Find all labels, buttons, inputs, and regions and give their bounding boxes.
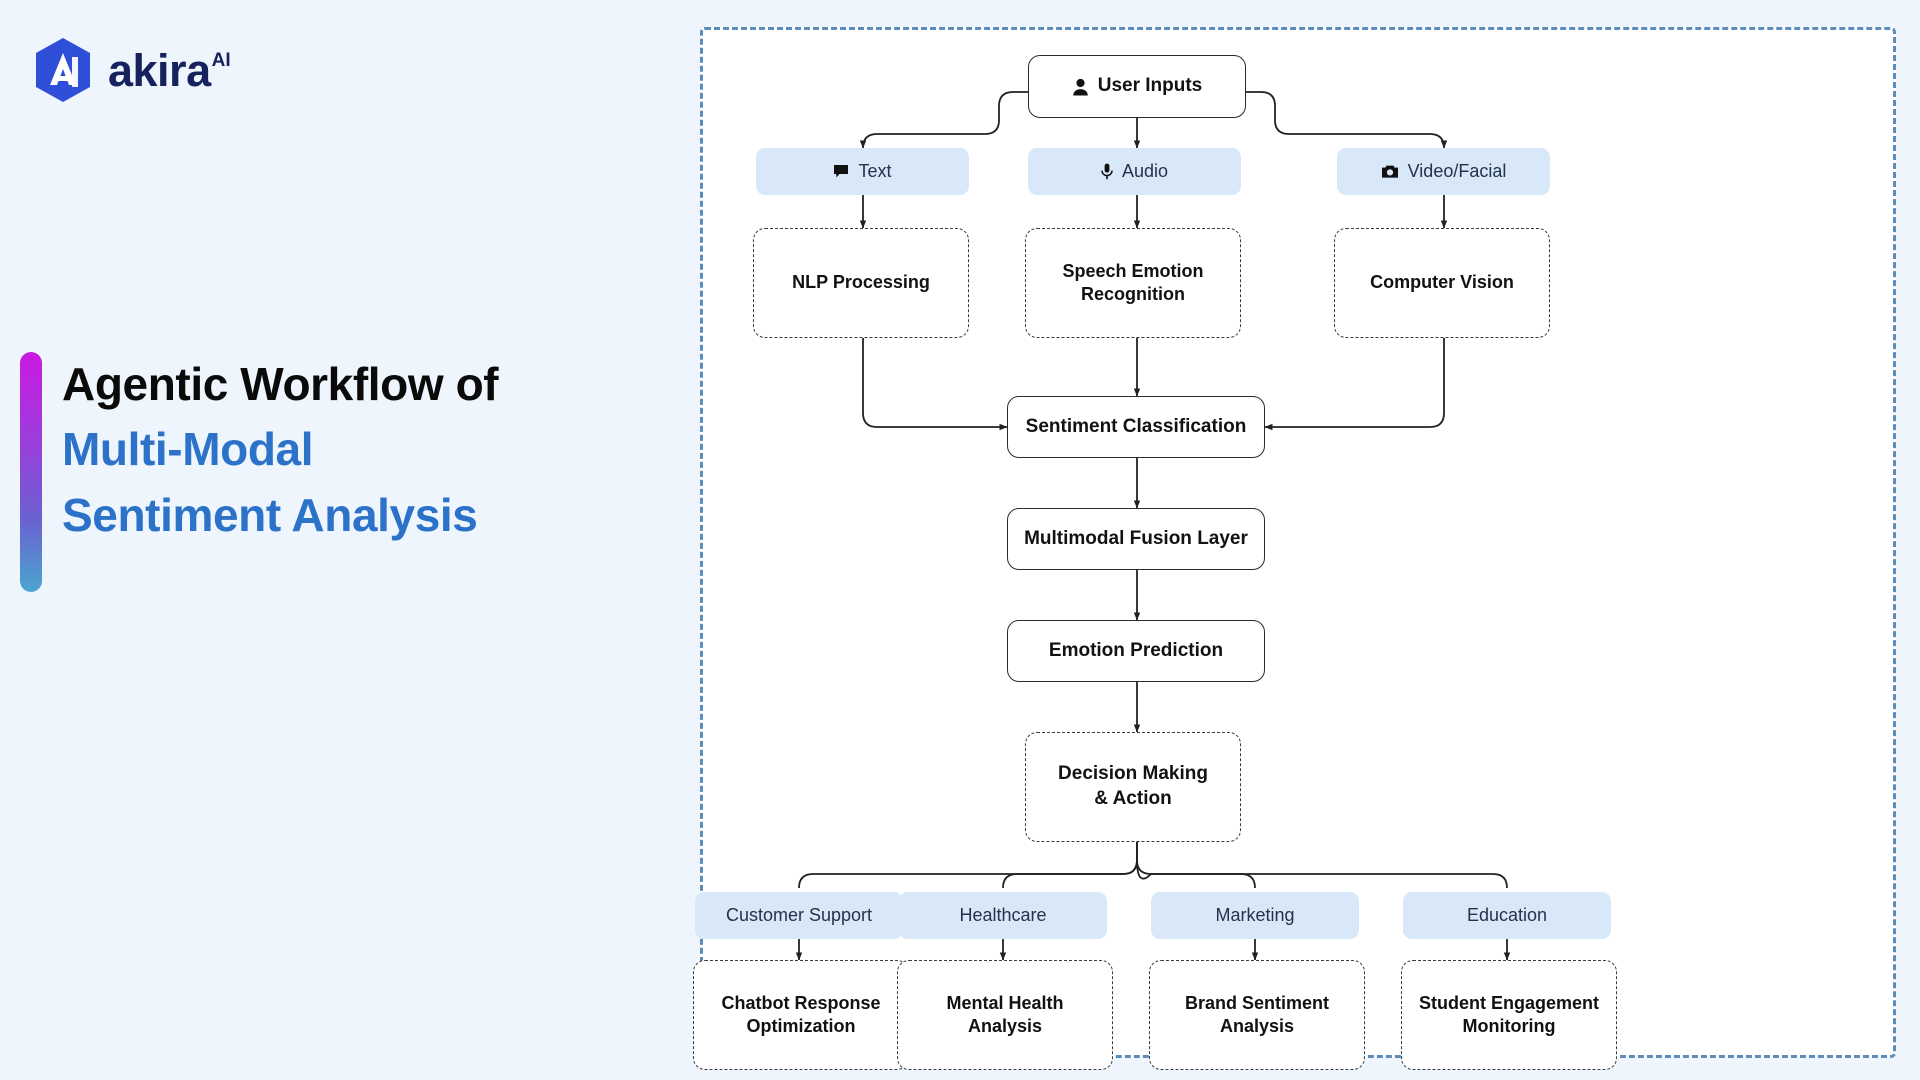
- headline-line-2: Multi-Modal: [62, 423, 314, 476]
- node-label-line-2: Optimization: [746, 1016, 856, 1036]
- node-brand-sentiment-analysis[interactable]: Brand Sentiment Analysis: [1149, 960, 1365, 1070]
- node-mental-health-analysis[interactable]: Mental Health Analysis: [897, 960, 1113, 1070]
- node-label-line-1: Student Engagement: [1418, 992, 1599, 1013]
- pill-healthcare[interactable]: Healthcare: [899, 892, 1107, 939]
- node-label-line-1: Decision Making: [1058, 763, 1208, 785]
- node-label-line-2: Recognition: [1081, 284, 1185, 304]
- pill-marketing[interactable]: Marketing: [1151, 892, 1359, 939]
- pill-label: Education: [1466, 904, 1548, 925]
- page-title: Agentic Workflow of Multi-Modal Sentimen…: [62, 352, 662, 548]
- user-icon: [1072, 78, 1089, 96]
- node-nlp-processing[interactable]: NLP Processing: [753, 228, 969, 338]
- node-label: User Inputs: [1097, 75, 1203, 97]
- brand-logo: akira AI: [32, 36, 231, 104]
- gradient-accent-bar: [20, 352, 42, 592]
- pill-label: Marketing: [1215, 904, 1295, 925]
- left-panel: akira AI Agentic Workflow of Multi-Modal…: [0, 0, 700, 1080]
- node-decision-making-action[interactable]: Decision Making & Action: [1025, 732, 1241, 842]
- node-label: NLP Processing: [792, 272, 930, 293]
- pill-audio[interactable]: Audio: [1028, 148, 1241, 195]
- headline-line-3: Sentiment Analysis: [62, 488, 478, 541]
- headline-line-1: Agentic Workflow of: [62, 358, 499, 410]
- pill-education[interactable]: Education: [1403, 892, 1611, 939]
- brand-name: akira: [108, 44, 211, 96]
- node-label-line-1: Chatbot Response: [721, 992, 881, 1013]
- brand-superscript: AI: [211, 49, 231, 71]
- node-label: Sentiment Classification: [1025, 415, 1247, 437]
- node-speech-emotion-recognition[interactable]: Speech Emotion Recognition: [1025, 228, 1241, 338]
- connector-layer: [795, 91, 1511, 961]
- microphone-icon: [1101, 163, 1113, 180]
- pill-label: Customer Support: [725, 904, 873, 925]
- node-multimodal-fusion-layer[interactable]: Multimodal Fusion Layer: [1007, 508, 1265, 570]
- pill-customer-support[interactable]: Customer Support: [695, 892, 903, 939]
- node-sentiment-classification[interactable]: Sentiment Classification: [1007, 396, 1265, 458]
- node-student-engagement-monitoring[interactable]: Student Engagement Monitoring: [1401, 960, 1617, 1070]
- node-chatbot-response-optimization[interactable]: Chatbot Response Optimization: [693, 960, 909, 1070]
- pill-video-facial[interactable]: Video/Facial: [1337, 148, 1550, 195]
- pill-label: Video/Facial: [1407, 160, 1507, 181]
- node-label: Multimodal Fusion Layer: [1024, 527, 1248, 549]
- node-label-line-2: Analysis: [1219, 1016, 1295, 1036]
- node-label-line-2: Analysis: [967, 1016, 1043, 1036]
- pill-label: Text: [858, 160, 892, 181]
- node-label-line-1: Brand Sentiment: [1184, 992, 1330, 1013]
- node-computer-vision[interactable]: Computer Vision: [1334, 228, 1550, 338]
- pill-text[interactable]: Text: [756, 148, 969, 195]
- node-emotion-prediction[interactable]: Emotion Prediction: [1007, 620, 1265, 682]
- node-label: Emotion Prediction: [1048, 639, 1224, 661]
- node-label-line-1: Speech Emotion: [1062, 260, 1204, 281]
- diagram-frame: User Inputs Text Audio Video/Facial: [693, 27, 1896, 1070]
- flowchart: User Inputs Text Audio Video/Facial: [693, 30, 1893, 1070]
- pill-label: Healthcare: [959, 904, 1047, 925]
- node-label-line-1: Mental Health: [946, 992, 1064, 1013]
- speech-bubble-icon: [833, 164, 849, 179]
- node-label-line-2: & Action: [1094, 788, 1172, 809]
- node-label-line-2: Monitoring: [1462, 1016, 1556, 1036]
- camera-icon: [1381, 164, 1399, 179]
- akira-hexagon-logo-icon: [32, 36, 94, 104]
- pill-label: Audio: [1121, 160, 1169, 181]
- node-label: Computer Vision: [1370, 272, 1514, 293]
- node-user-inputs[interactable]: User Inputs: [1028, 55, 1246, 118]
